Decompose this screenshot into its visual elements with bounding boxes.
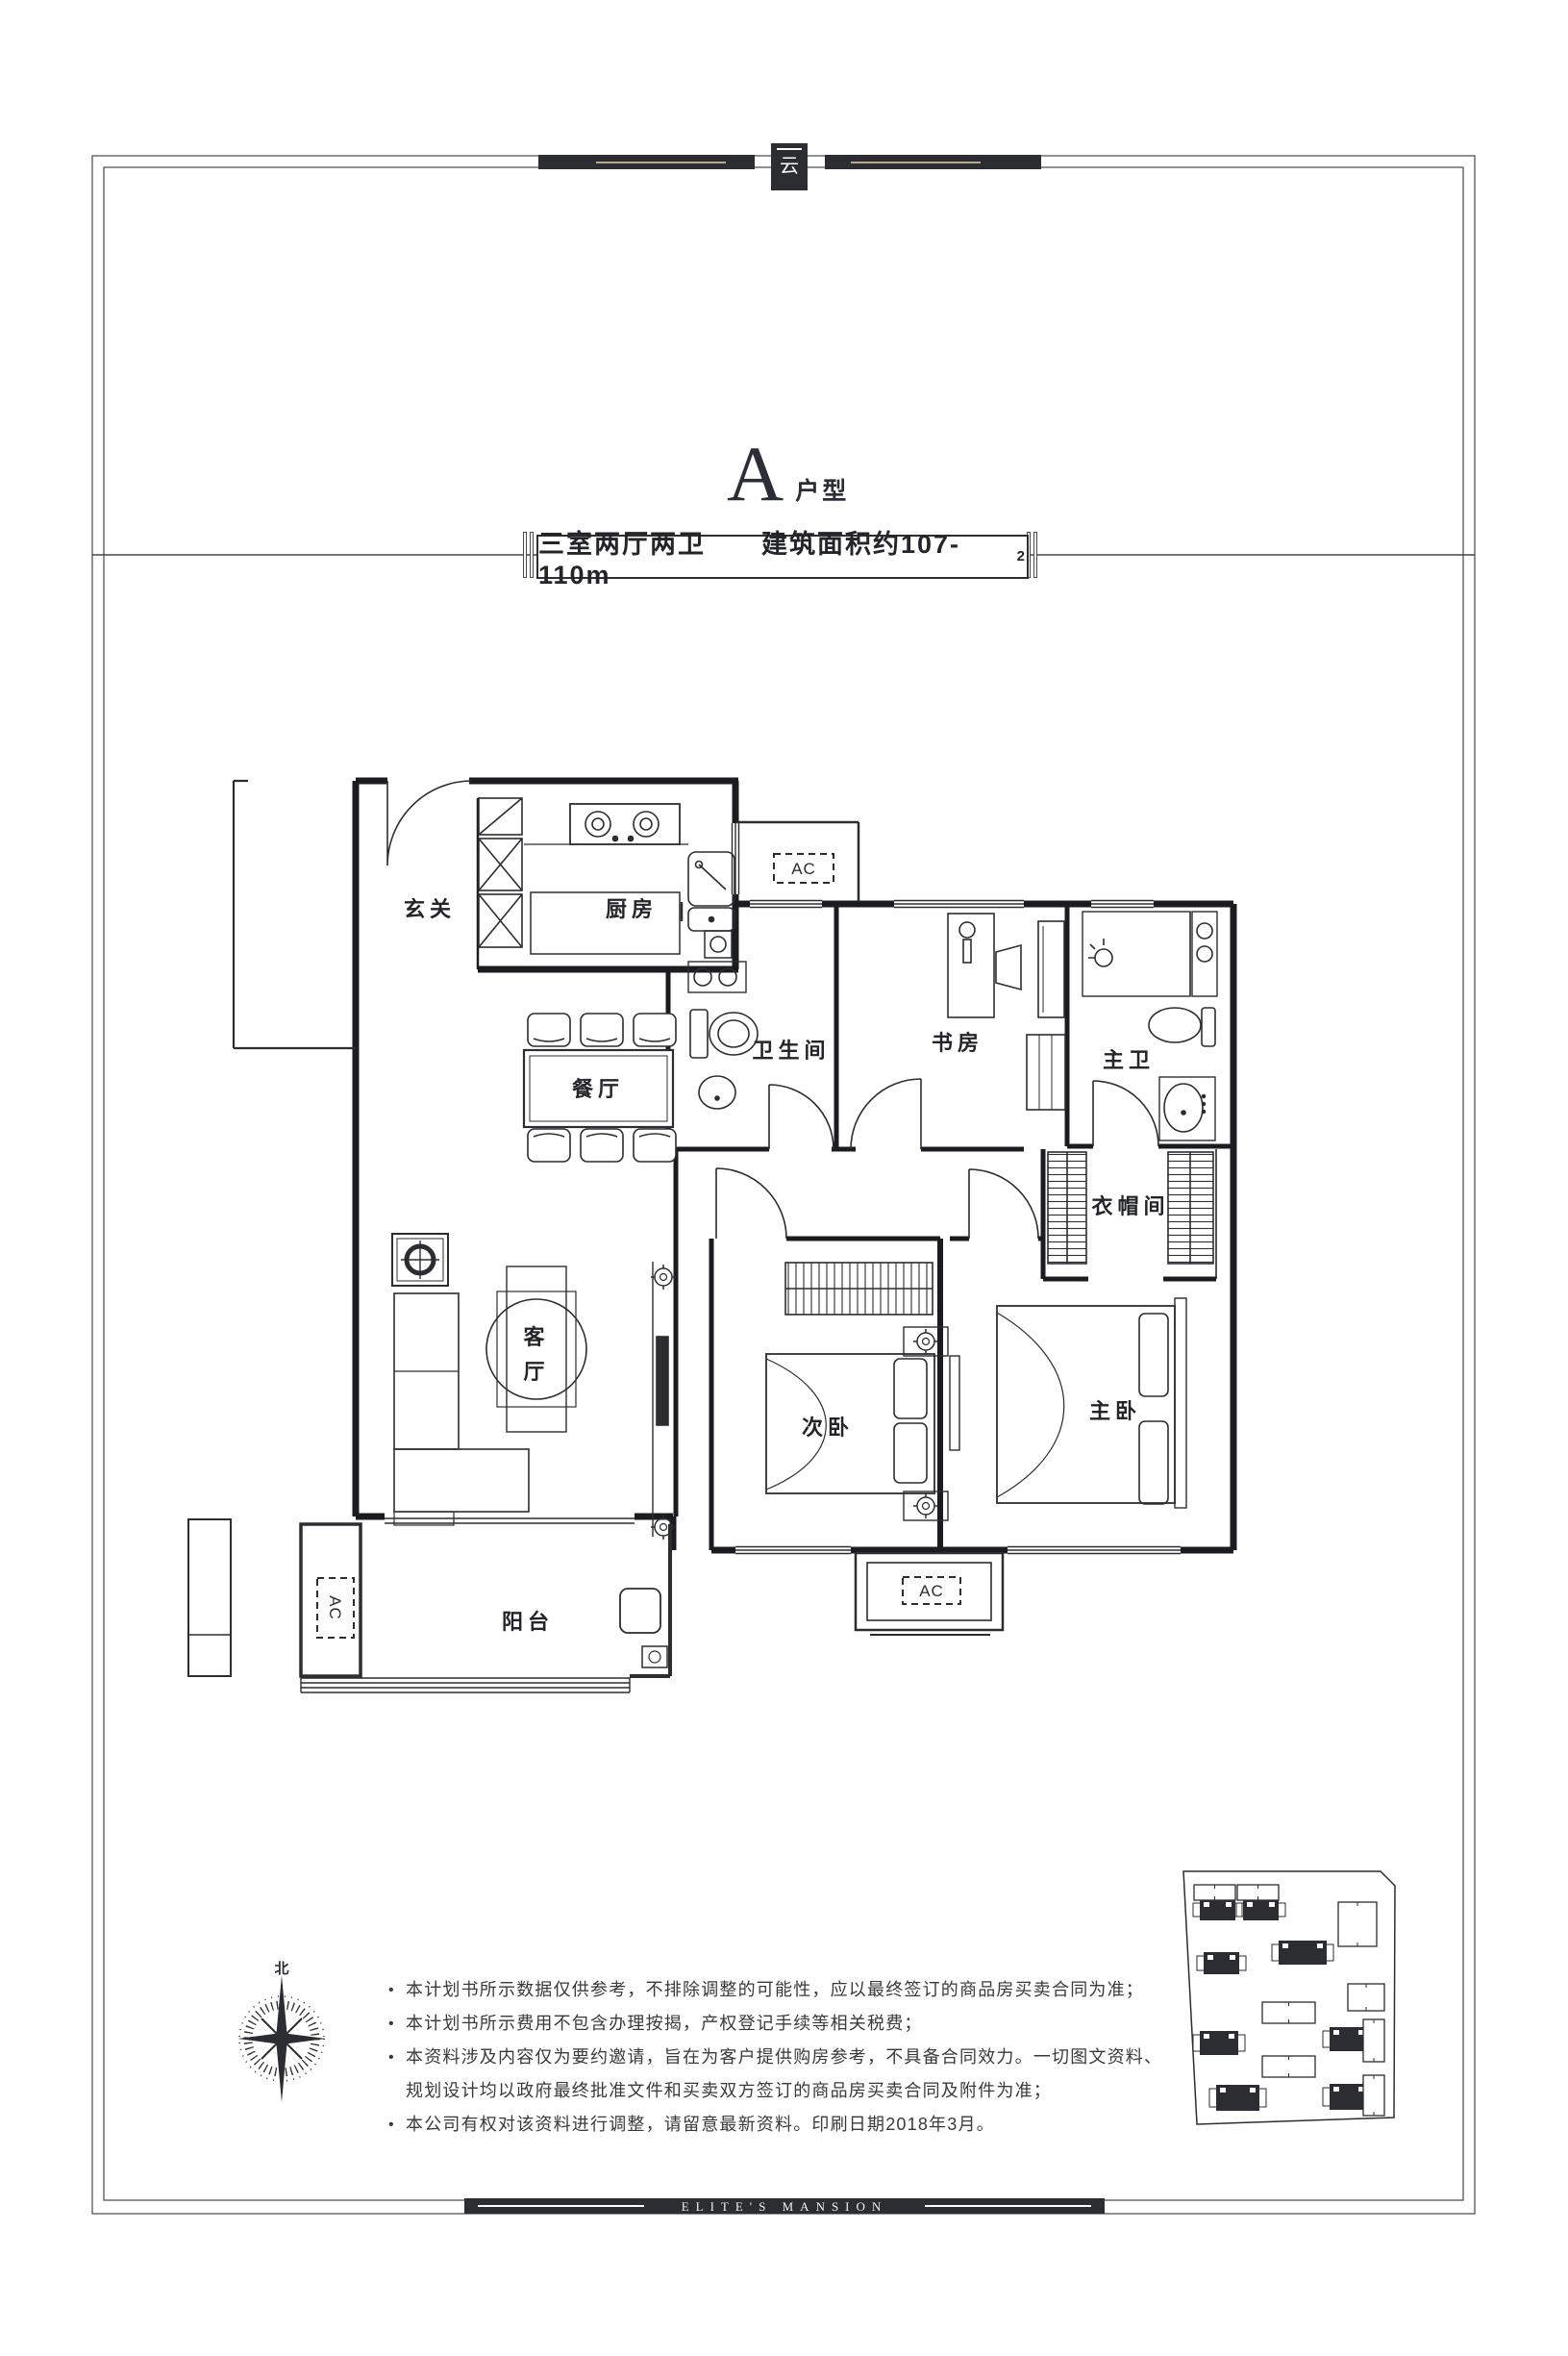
room-label-entry: 玄关 xyxy=(404,897,456,921)
doors xyxy=(386,780,1159,1240)
walls-exterior xyxy=(352,777,1237,1554)
site-building xyxy=(1347,1983,1385,2012)
room-label-cloakroom: 衣帽间 xyxy=(1091,1194,1169,1218)
room-label-bedroom-2: 次卧 xyxy=(802,1416,854,1440)
living-furniture xyxy=(391,1233,677,1541)
room-label-master-bedroom: 主卧 xyxy=(1089,1399,1141,1423)
ac-unit: AC xyxy=(316,1577,355,1639)
master-bath-fixtures xyxy=(1082,911,1218,1141)
bedroom2-furniture xyxy=(765,1262,949,1521)
walls-interior xyxy=(476,798,1233,1550)
room-label-dining: 餐厅 xyxy=(572,1077,624,1101)
site-building xyxy=(1193,1884,1236,1901)
svg-text:AC: AC xyxy=(791,860,816,878)
ac-unit: AC xyxy=(773,853,834,884)
site-building xyxy=(1261,2055,1316,2078)
site-building xyxy=(1192,2031,1246,2055)
kitchen-fixtures xyxy=(478,797,735,959)
site-building xyxy=(1196,1952,1247,1974)
compass-north-label: 北 xyxy=(274,1961,288,1977)
site-building xyxy=(1208,2085,1267,2111)
exterior-lines xyxy=(187,779,356,1677)
ac-labels: AC AC AC xyxy=(316,853,961,1639)
room-label-study: 书房 xyxy=(932,1031,983,1055)
site-building xyxy=(1192,1899,1243,1920)
ac-structures xyxy=(735,820,1005,1636)
bathroom-fixtures xyxy=(687,961,759,1110)
site-building xyxy=(1337,1901,1378,1947)
compass: 北 xyxy=(237,1961,326,2102)
site-building xyxy=(1235,1899,1286,1920)
cloakroom-racks xyxy=(1047,1151,1214,1265)
svg-text:AC: AC xyxy=(326,1595,344,1620)
room-label-kitchen: 厨房 xyxy=(606,897,658,921)
site-building xyxy=(1236,1884,1280,1901)
room-label-living: 客厅 xyxy=(523,1325,549,1384)
site-building xyxy=(1261,2001,1316,2024)
balcony-structure xyxy=(299,1522,672,1693)
site-building xyxy=(1322,2027,1376,2051)
room-label-balcony: 阳台 xyxy=(502,1610,554,1634)
site-building xyxy=(1362,2074,1385,2117)
ac-unit: AC xyxy=(902,1576,961,1605)
site-building xyxy=(1271,1941,1334,1965)
room-label-master-bath: 主卫 xyxy=(1103,1048,1155,1072)
master-bedroom-furniture xyxy=(949,1297,1187,1509)
site-building xyxy=(1362,2018,1385,2063)
windows xyxy=(385,823,1181,1555)
dining-set xyxy=(522,1013,677,1163)
svg-text:AC: AC xyxy=(919,1582,944,1600)
site-plan xyxy=(1182,1870,1396,2125)
site-building xyxy=(1322,2084,1376,2110)
room-label-bathroom: 卫生间 xyxy=(752,1039,830,1063)
study-furniture xyxy=(947,913,1066,1111)
